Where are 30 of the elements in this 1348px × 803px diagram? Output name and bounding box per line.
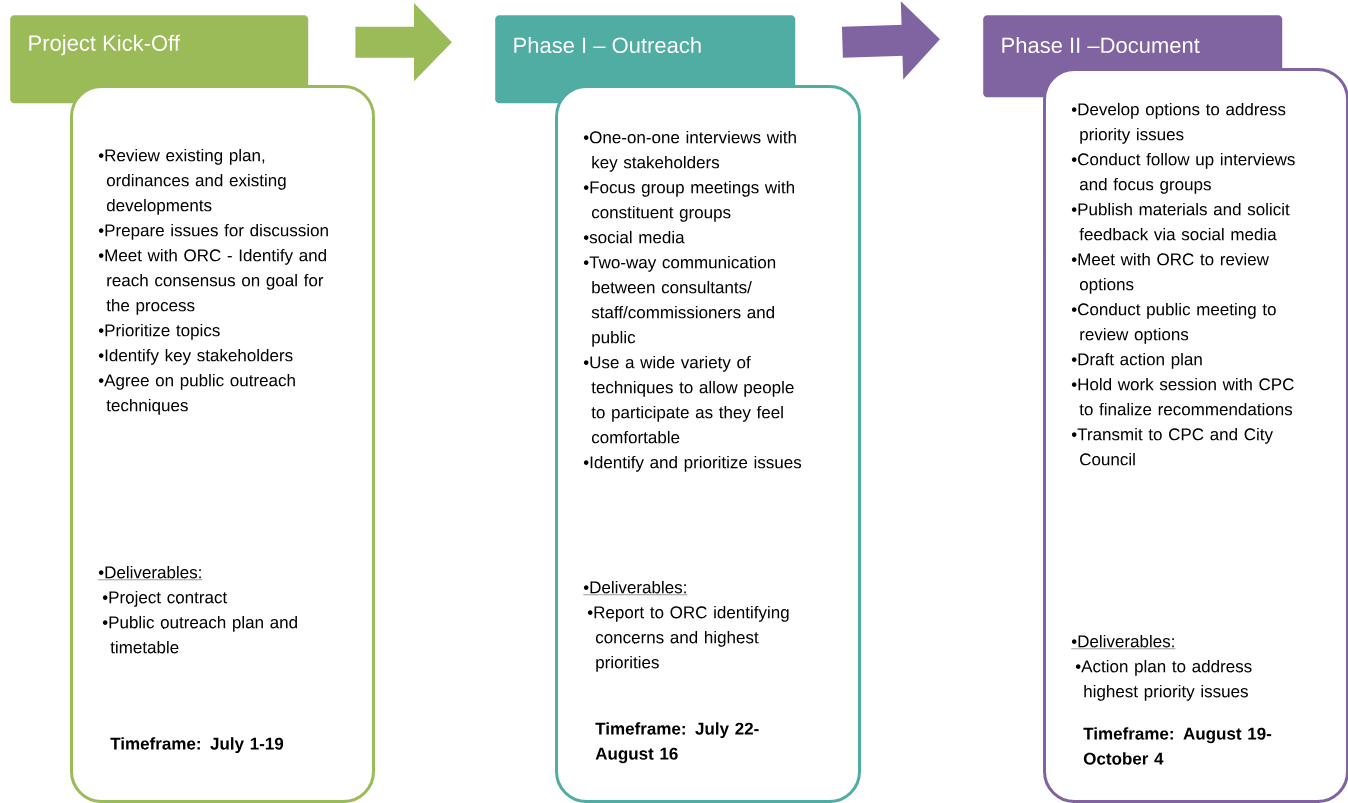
list-item: •Review existing plan, ordinances and existing developments — [98, 148, 286, 215]
list-item: •Draft action plan — [1071, 352, 1202, 369]
list-item: •Meet with ORC to review options — [1071, 252, 1269, 294]
list-item: •Meet with ORC - Identify and reach consensus on goal for the process — [98, 248, 326, 315]
timeframe-text: Timeframe: July 1-19 — [110, 737, 284, 754]
list-item: •social media — [583, 230, 685, 244]
list-item: •Conduct public meeting to review options — [1071, 302, 1276, 344]
list-item: •Agree on public outreach techniques — [98, 373, 295, 415]
list-item: •Identify and prioritize issues — [583, 455, 802, 472]
list-item: •Report to ORC identifying concerns and highest priorities — [587, 605, 789, 672]
list-item: •Prepare issues for discussion — [98, 223, 328, 240]
list-item: •Deliverables: — [98, 565, 203, 580]
list-item: •Two-way communication between consultants/ staff/commissioners and public — [583, 255, 776, 347]
list-item: •Hold work session with CPC to finalize recommendations — [1071, 377, 1294, 416]
list-item: •Focus group meetings with constituent groups — [583, 180, 794, 222]
list-item: •Conduct follow up interviews and focus groups — [1071, 152, 1295, 194]
list-item: •Prioritize topics — [98, 323, 220, 340]
list-item: •Project contract — [102, 590, 228, 607]
list-item: •Publish materials and solicit feedback via social media — [1071, 202, 1290, 241]
list-item: •Deliverables: — [583, 580, 688, 595]
list-item: •One-on-one interviews with key stakeholders — [583, 130, 796, 172]
list-item: •Use a wide variety of techniques to allow people to participate as they feel comfortable — [583, 355, 794, 444]
list-item: •Develop options to address priority issues — [1071, 102, 1286, 144]
timeframe-text: Timeframe: August 19- October 4 — [1083, 727, 1272, 765]
list-item: •Action plan to address highest priority issues — [1075, 659, 1252, 701]
list-item: •Deliverables: — [1071, 634, 1176, 649]
list-item: •Public outreach plan and timetable — [102, 615, 297, 654]
timeframe-text: Timeframe: July 22- August 16 — [595, 722, 759, 764]
list-item: •Identify key stakeholders — [98, 348, 293, 365]
list-item: •Transmit to CPC and City Council — [1071, 427, 1273, 466]
